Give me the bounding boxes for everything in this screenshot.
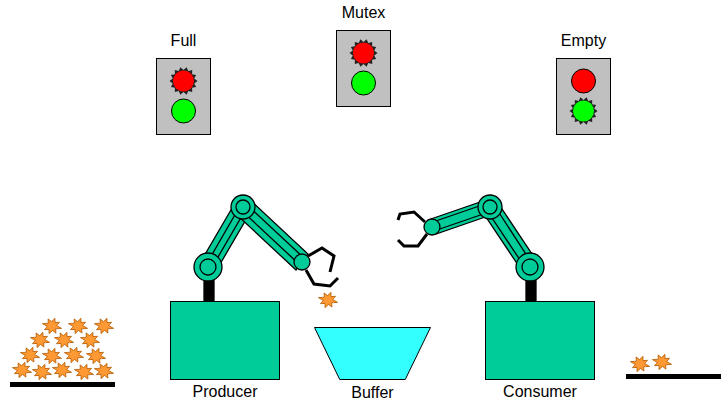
node-label: Consumer — [503, 383, 577, 401]
node-label: Full — [171, 32, 197, 50]
lamp-glow — [350, 39, 378, 66]
leaf — [68, 318, 87, 333]
buffer-bin: Buffer — [314, 327, 431, 380]
lamp-glow — [570, 97, 598, 124]
lamp-lit — [353, 43, 374, 64]
lamp — [172, 99, 196, 123]
leaf — [52, 362, 71, 377]
leaf — [94, 318, 113, 333]
leaf — [42, 318, 61, 333]
buffer-outline — [314, 327, 431, 380]
node-label: Mutex — [342, 4, 386, 22]
lamp-set — [337, 31, 390, 106]
leaf — [32, 364, 51, 379]
mutex-semaphore: Mutex — [336, 30, 391, 107]
lamp-lit — [573, 101, 594, 122]
node-label: Buffer — [351, 384, 393, 402]
leaf — [20, 347, 39, 362]
lamp-glow — [170, 67, 198, 94]
lamp — [572, 69, 596, 93]
consumer-box: Consumer — [485, 301, 595, 380]
pile-ground — [10, 382, 115, 387]
lamp-set — [157, 59, 210, 134]
lamp-set — [557, 59, 610, 134]
leaf — [630, 356, 649, 371]
lamp-lit — [173, 71, 194, 92]
producer-arm — [194, 195, 338, 302]
leaf — [318, 292, 337, 307]
consumer-arm — [398, 195, 544, 302]
leaf — [86, 348, 105, 363]
leaf — [42, 348, 61, 363]
full-semaphore: Full — [156, 58, 211, 135]
pile-ground — [626, 374, 721, 379]
leaf — [30, 332, 49, 347]
lamp — [352, 71, 376, 95]
node-label: Producer — [193, 383, 258, 401]
producer-box: Producer — [170, 301, 280, 380]
buffer-trapezoid — [315, 328, 431, 380]
node-label: Empty — [561, 32, 606, 50]
leaf — [80, 332, 99, 347]
leaf-pile — [12, 292, 671, 379]
empty-semaphore: Empty — [556, 58, 611, 135]
leaf — [94, 363, 113, 378]
leaf — [652, 354, 671, 369]
leaf — [54, 332, 73, 347]
leaf — [64, 347, 83, 362]
leaf — [12, 362, 31, 377]
leaf — [74, 364, 93, 379]
